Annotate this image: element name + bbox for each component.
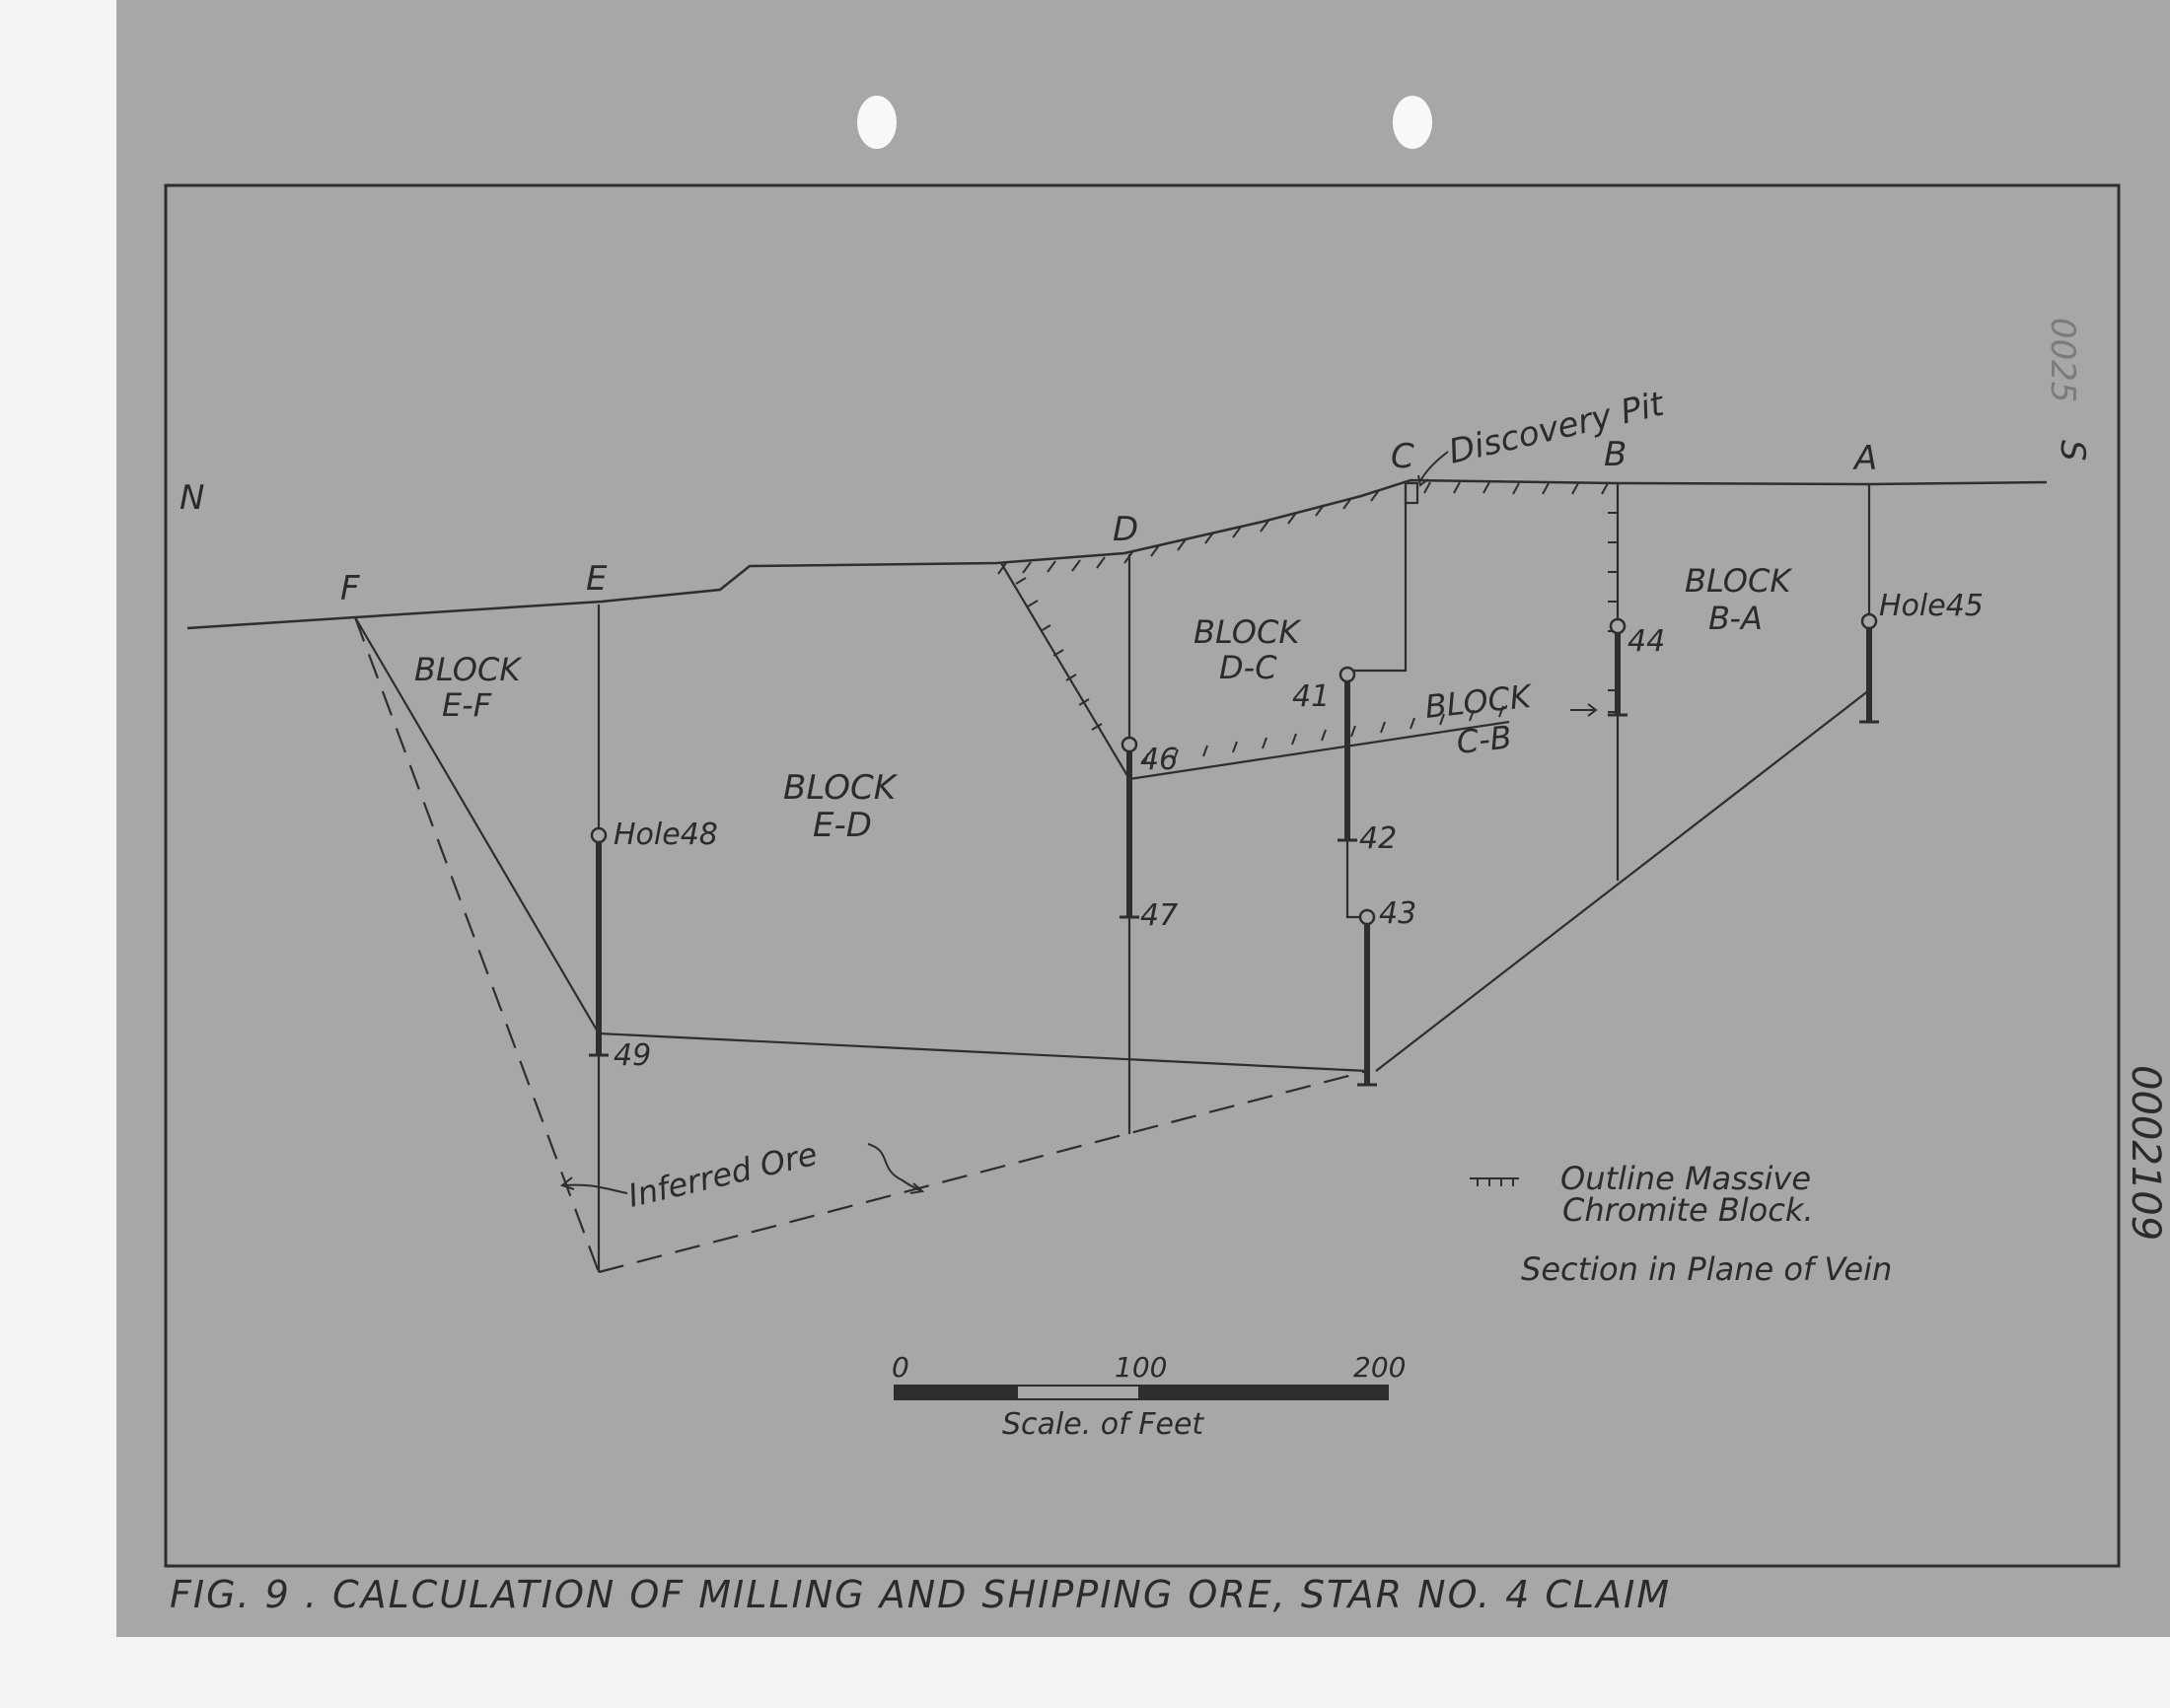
scale-tick-200: 200 [1353,1351,1406,1384]
section-note: Section in Plane of Vein [1521,1250,1892,1288]
hole-45-collar [1860,612,1878,630]
hole-48-label: Hole48 [614,818,718,852]
legend-line-2: Chromite Block. [1562,1191,1814,1229]
south-label: S [2053,440,2092,462]
legend-line-1: Outline Massive [1560,1160,1811,1197]
block-ba-title: BLOCK [1685,562,1793,600]
hole-43-label: 43 [1379,896,1416,931]
inferred-ore-leader-right [867,1143,923,1192]
punch-hole-left [857,96,897,149]
scale-tick-0: 0 [892,1351,909,1384]
leader-lines [559,451,1598,1194]
block-cb-name: C-B [1455,718,1514,761]
hole-44-label: 44 [1628,624,1665,659]
block-dc-name: D-C [1219,649,1277,686]
station-d-label: D [1113,510,1138,549]
block-ef-title: BLOCK [414,651,523,688]
block-dc-title: BLOCK [1194,613,1302,651]
block-ed-name: E-D [813,806,872,845]
document-stamp-number: 0002109 [2123,1065,2168,1241]
scale-label: Scale. of Feet [1002,1407,1204,1442]
station-c-label: C [1391,437,1414,476]
station-a-label: A [1852,439,1877,478]
north-label: N [180,478,204,518]
hole-41-label: 41 [1292,679,1330,714]
hole-48-collar [590,826,608,844]
hole-45-label: Hole45 [1879,589,1984,623]
punch-hole-right [1393,96,1432,149]
hole-46-collar [1121,736,1138,753]
inferred-ore-outline [353,616,1368,1274]
hole-49-label: 49 [614,1038,651,1073]
hole-end-ticks [589,713,1879,1087]
hole-41-collar [1338,666,1356,683]
block-boundaries [354,481,1871,1272]
figure-caption: FIG. 9 . CALCULATION OF MILLING AND SHIP… [170,1573,1671,1616]
hole-47-label: 47 [1140,898,1178,933]
discovery-pit-leader [1419,451,1449,482]
discovery-pit-arrowhead [1417,474,1429,487]
legend-symbol [1470,1177,1519,1186]
scale-bar [894,1385,1389,1400]
ground-surface-line [186,478,2048,630]
hole-collars [590,612,1878,926]
scale-tick-100: 100 [1115,1351,1167,1384]
block-ef-name: E-F [442,686,492,724]
faint-margin-number: 0025 [2043,318,2082,403]
paper-sheet [116,0,2170,1637]
hole-43-collar [1358,908,1376,926]
block-ba-name: B-A [1708,600,1763,637]
drawing-border [164,183,2121,1568]
drill-holes [596,621,1872,1085]
hole-44-collar [1609,617,1627,635]
hole-46-label: 46 [1140,743,1178,777]
inferred-ore-leader-left [563,1183,628,1194]
hole-42-label: 42 [1359,821,1397,856]
station-e-label: E [586,559,608,599]
station-f-label: F [340,569,360,608]
station-b-label: B [1604,435,1627,474]
block-ed-title: BLOCK [783,768,899,808]
